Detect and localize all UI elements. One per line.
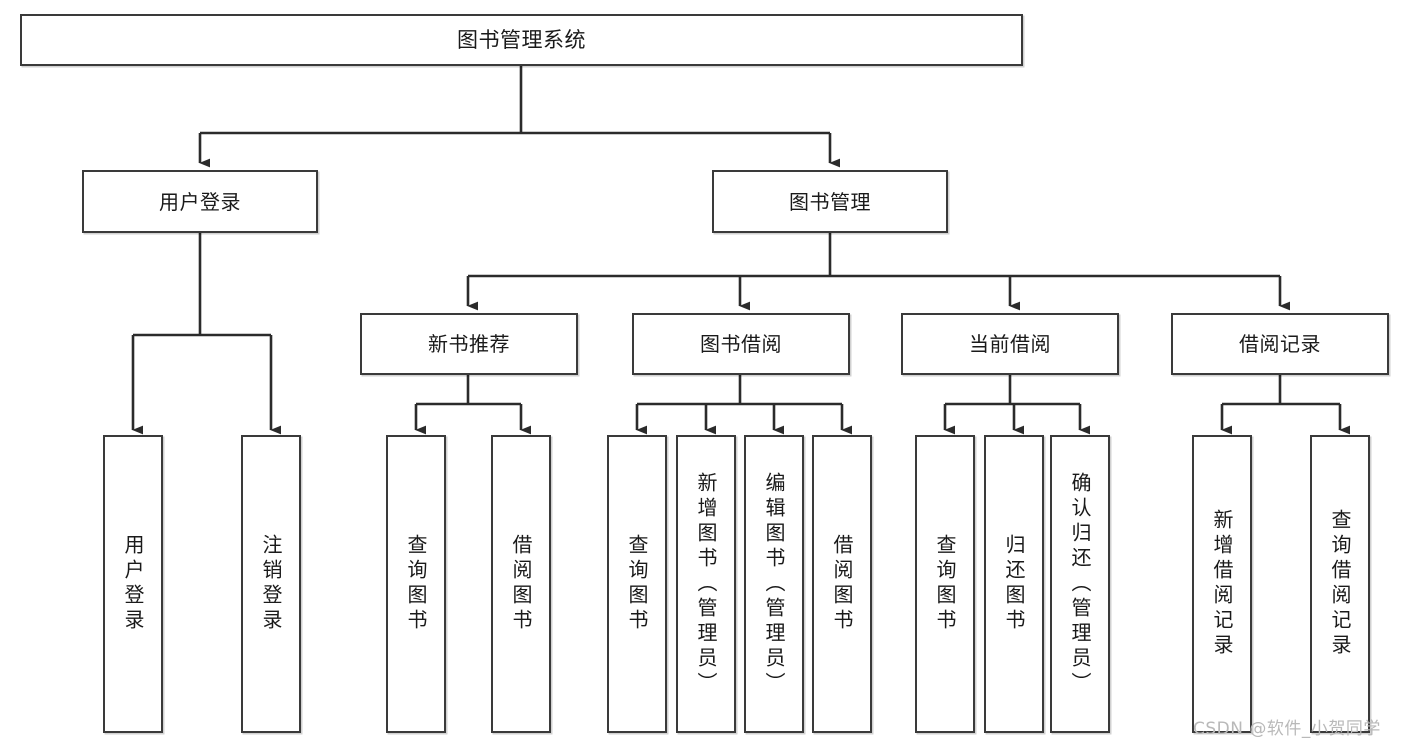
- node-leaf-current-confirm-return-label: 确认归还（管理员）: [1068, 471, 1092, 697]
- node-book-borrow[interactable]: 图书借阅: [632, 313, 850, 375]
- node-leaf-recommend-query-book-label: 查询图书: [404, 534, 428, 634]
- node-user-login[interactable]: 用户登录: [82, 170, 318, 233]
- node-leaf-record-add[interactable]: 新增借阅记录: [1192, 435, 1252, 733]
- node-leaf-current-confirm-return[interactable]: 确认归还（管理员）: [1050, 435, 1110, 733]
- node-user-login-label: 用户登录: [159, 189, 241, 214]
- node-leaf-recommend-query-book[interactable]: 查询图书: [386, 435, 446, 733]
- node-leaf-borrow-add-book[interactable]: 新增图书（管理员）: [676, 435, 736, 733]
- node-leaf-user-logout-label: 注销登录: [259, 534, 283, 634]
- node-leaf-user-logout[interactable]: 注销登录: [241, 435, 301, 733]
- node-leaf-record-add-label: 新增借阅记录: [1210, 509, 1234, 659]
- node-leaf-current-query-book-label: 查询图书: [933, 534, 957, 634]
- node-leaf-recommend-borrow-book-label: 借阅图书: [509, 534, 533, 634]
- node-root-system[interactable]: 图书管理系统: [20, 14, 1023, 66]
- node-new-book-recommend-label: 新书推荐: [428, 332, 510, 356]
- node-leaf-borrow-edit-book[interactable]: 编辑图书（管理员）: [744, 435, 804, 733]
- node-book-borrow-label: 图书借阅: [700, 332, 782, 356]
- node-borrow-record[interactable]: 借阅记录: [1171, 313, 1389, 375]
- node-book-management[interactable]: 图书管理: [712, 170, 948, 233]
- node-book-management-label: 图书管理: [789, 189, 871, 214]
- node-leaf-borrow-add-book-label: 新增图书（管理员）: [694, 471, 718, 697]
- node-root-system-label: 图书管理系统: [457, 27, 586, 52]
- node-leaf-user-login-label: 用户登录: [121, 534, 145, 634]
- node-leaf-borrow-borrow-book-label: 借阅图书: [830, 534, 854, 634]
- node-leaf-current-query-book[interactable]: 查询图书: [915, 435, 975, 733]
- node-current-borrow[interactable]: 当前借阅: [901, 313, 1119, 375]
- node-leaf-user-login[interactable]: 用户登录: [103, 435, 163, 733]
- node-leaf-record-query[interactable]: 查询借阅记录: [1310, 435, 1370, 733]
- node-leaf-current-return-book[interactable]: 归还图书: [984, 435, 1044, 733]
- node-leaf-borrow-query-book[interactable]: 查询图书: [607, 435, 667, 733]
- node-leaf-recommend-borrow-book[interactable]: 借阅图书: [491, 435, 551, 733]
- node-leaf-borrow-borrow-book[interactable]: 借阅图书: [812, 435, 872, 733]
- node-leaf-borrow-query-book-label: 查询图书: [625, 534, 649, 634]
- node-leaf-record-query-label: 查询借阅记录: [1328, 509, 1352, 659]
- node-leaf-borrow-edit-book-label: 编辑图书（管理员）: [762, 471, 786, 697]
- node-borrow-record-label: 借阅记录: [1239, 332, 1321, 356]
- node-current-borrow-label: 当前借阅: [969, 332, 1051, 356]
- node-new-book-recommend[interactable]: 新书推荐: [360, 313, 578, 375]
- node-leaf-current-return-book-label: 归还图书: [1002, 534, 1026, 634]
